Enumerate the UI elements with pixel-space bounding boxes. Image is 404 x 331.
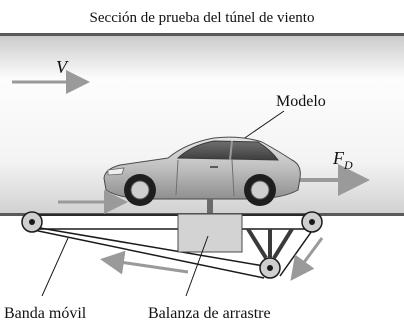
belt-roller-right-hub [309,219,315,225]
belt-roller-bottom-hub [267,265,273,271]
balance-leader-line [185,235,209,297]
model-label: Modelo [276,93,326,110]
drag-force-symbol: F [332,148,345,168]
car-model [103,136,301,206]
velocity-label: V [56,57,69,77]
belt-leader-line [41,237,69,297]
belt-return-run [23,227,265,279]
car-window-pillar [229,140,233,161]
car-headlight [107,167,125,176]
car-door-line-rear [231,159,235,197]
drag-balance [177,213,243,253]
figure-title: Sección de prueba del túnel de viento [90,10,315,26]
car-door-line [175,159,179,196]
roller-support-frame [246,227,294,260]
moving-belt-label: Banda móvil [4,305,87,322]
drag-force-label: FD [332,148,353,172]
belt-motion-arrow-right [290,237,324,281]
belt-roller-left-hub [29,219,35,225]
moving-belt [21,211,323,279]
balance-support-sting [207,199,213,213]
car-door-handle [210,166,218,168]
rear-wheel-rim [250,180,270,200]
tunnel-top-wall [0,33,404,36]
belt-motion-arrow-bottom [100,250,189,275]
belt-return-run-inner [39,227,265,267]
front-wheel-rim [130,180,150,200]
car-windows [176,140,279,161]
belt-rear-run [279,227,315,277]
drag-force-subscript: D [343,158,353,172]
drag-balance-label: Balanza de arrastre [148,305,271,322]
